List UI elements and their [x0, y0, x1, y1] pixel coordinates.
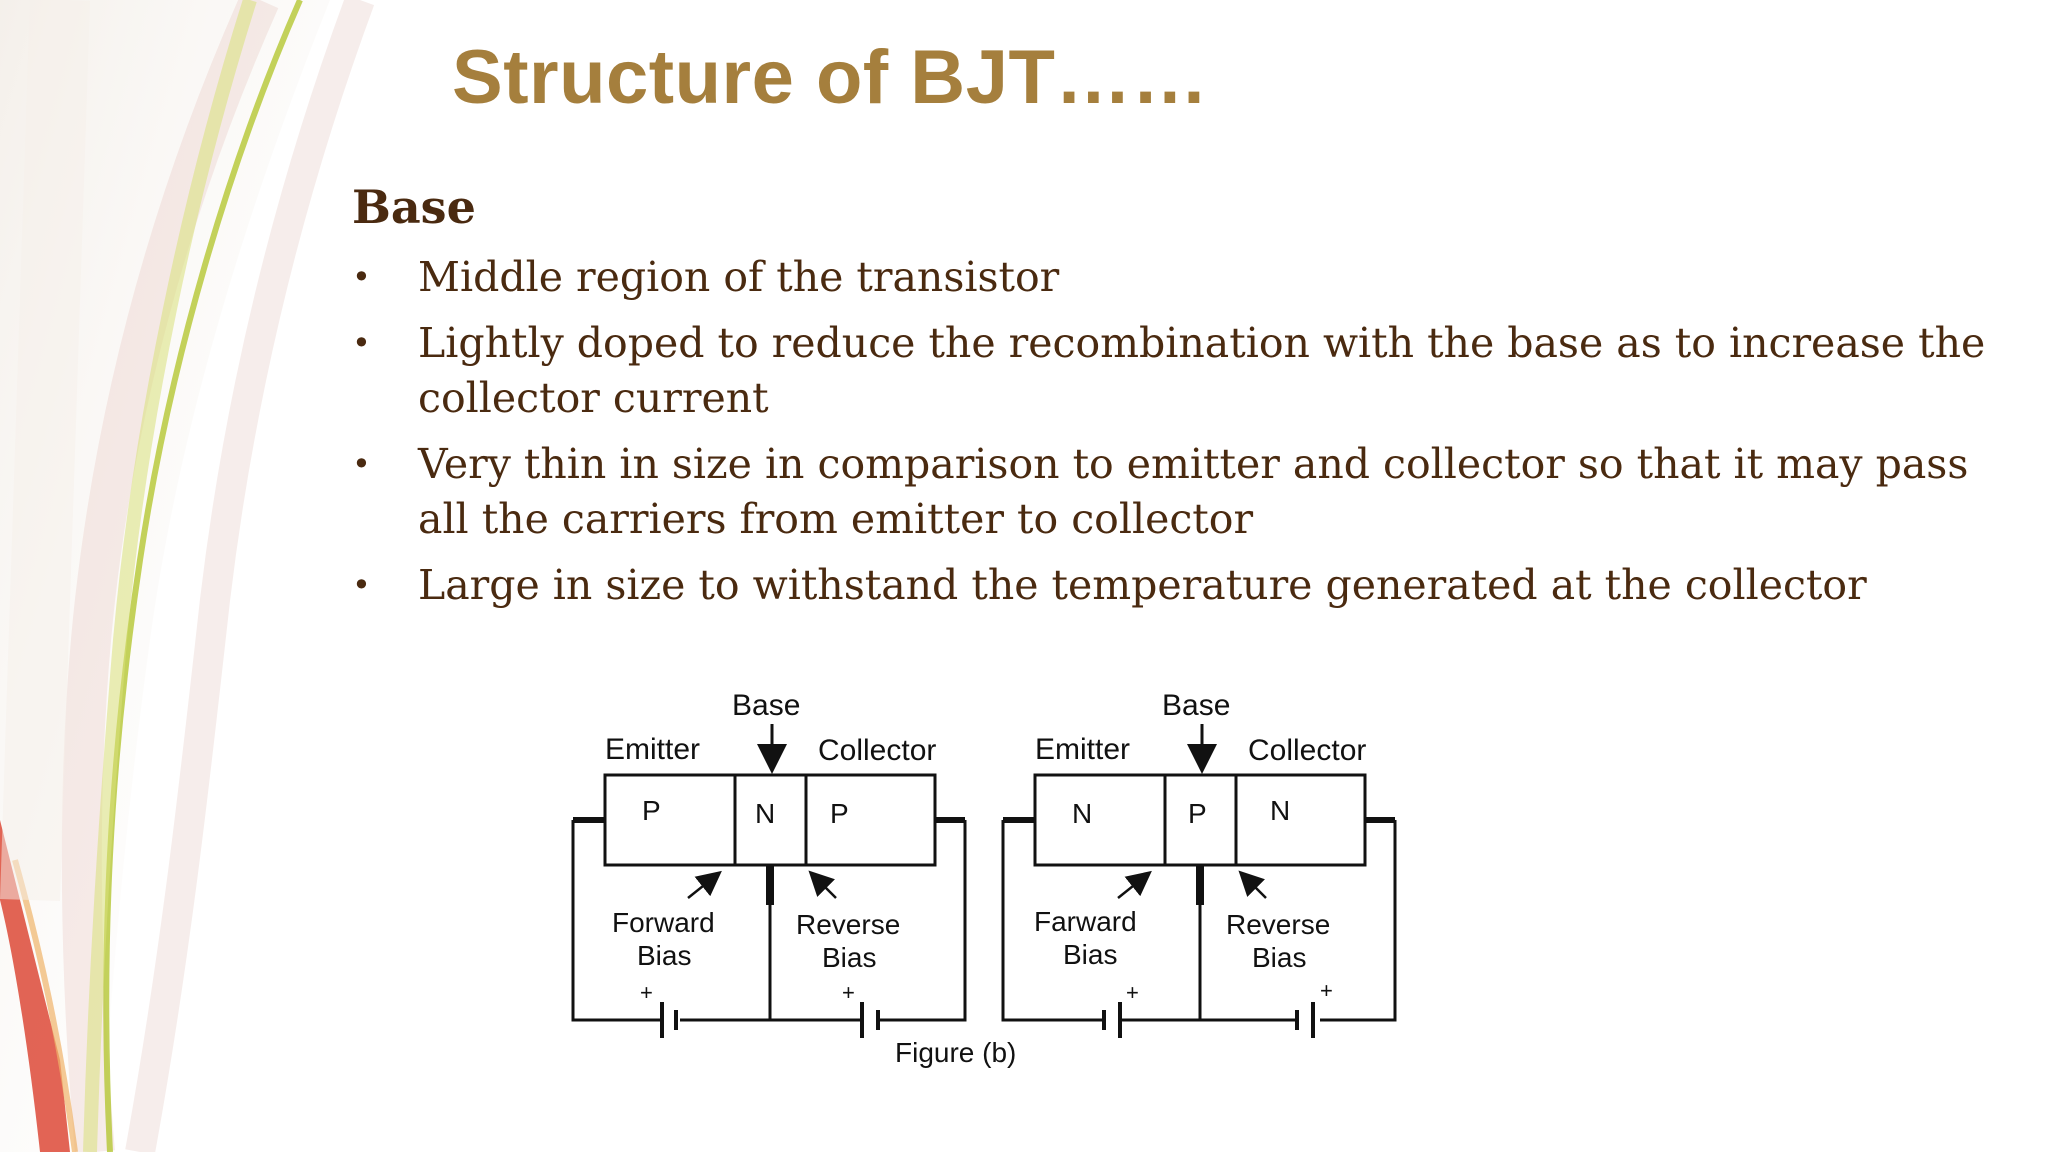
bullet-text: Lightly doped to reduce the recombinatio…	[418, 319, 1986, 422]
reverse-bias-arrow	[1238, 870, 1267, 899]
battery-plus: +	[1126, 980, 1139, 1005]
wire	[880, 820, 967, 1022]
region-label: P	[830, 798, 849, 829]
region-label: N	[1072, 798, 1092, 829]
bullet-list: • Middle region of the transistor • Lightl…	[352, 250, 2012, 624]
base-label: Base	[732, 689, 800, 722]
list-item: • Middle region of the transistor	[352, 250, 2012, 305]
figure-caption: Figure (b)	[895, 1037, 1016, 1068]
bullet-text: Very thin in size in comparison to emitt…	[418, 440, 1969, 543]
bullet-icon: •	[352, 324, 371, 362]
emitter-label: Emitter	[1035, 733, 1130, 766]
region-label: N	[1270, 795, 1290, 826]
battery-plus: +	[640, 980, 653, 1005]
region-label: N	[755, 798, 775, 829]
list-item: • Very thin in size in comparison to emit…	[352, 437, 2012, 547]
region-label: P	[642, 795, 661, 826]
bullet-text: Middle region of the transistor	[418, 253, 1060, 301]
bullet-icon: •	[352, 445, 371, 483]
battery-plus: +	[842, 980, 855, 1005]
forward-bias-label: Farward	[1034, 906, 1137, 937]
forward-bias-arrow	[1117, 870, 1152, 899]
reverse-bias-label: Reverse	[796, 909, 900, 940]
list-item: • Lightly doped to reduce the recombinati…	[352, 316, 2012, 426]
forward-bias-label: Forward	[612, 907, 715, 938]
forward-bias-arrow	[687, 870, 722, 899]
forward-bias-label: Bias	[1063, 939, 1117, 970]
npn-transistor: Emitter Base Collector N P N + +	[1001, 689, 1397, 1038]
reverse-bias-label: Reverse	[1226, 909, 1330, 940]
battery-plus: +	[1320, 978, 1333, 1003]
reverse-bias-label: Bias	[1252, 942, 1306, 973]
reverse-bias-arrow	[808, 870, 837, 899]
wire	[1320, 820, 1397, 1022]
section-heading: Base	[352, 180, 476, 234]
wire	[1001, 820, 1102, 1022]
bjt-structure-diagram: Emitter Base Collector P N P + +	[571, 689, 1397, 1068]
region-label: P	[1188, 798, 1207, 829]
page-title: Structure of BJT……	[452, 35, 1209, 120]
collector-label: Collector	[1248, 734, 1366, 767]
collector-label: Collector	[818, 734, 936, 767]
forward-bias-label: Bias	[637, 940, 691, 971]
emitter-label: Emitter	[605, 733, 700, 766]
list-item: • Large in size to withstand the temperat…	[352, 558, 2012, 613]
bullet-icon: •	[352, 258, 371, 296]
wire	[571, 820, 660, 1022]
reverse-bias-label: Bias	[822, 942, 876, 973]
bullet-icon: •	[352, 566, 371, 604]
base-label: Base	[1162, 689, 1230, 722]
pnp-transistor: Emitter Base Collector P N P + +	[571, 689, 967, 1038]
bullet-text: Large in size to withstand the temperatu…	[418, 561, 1867, 609]
